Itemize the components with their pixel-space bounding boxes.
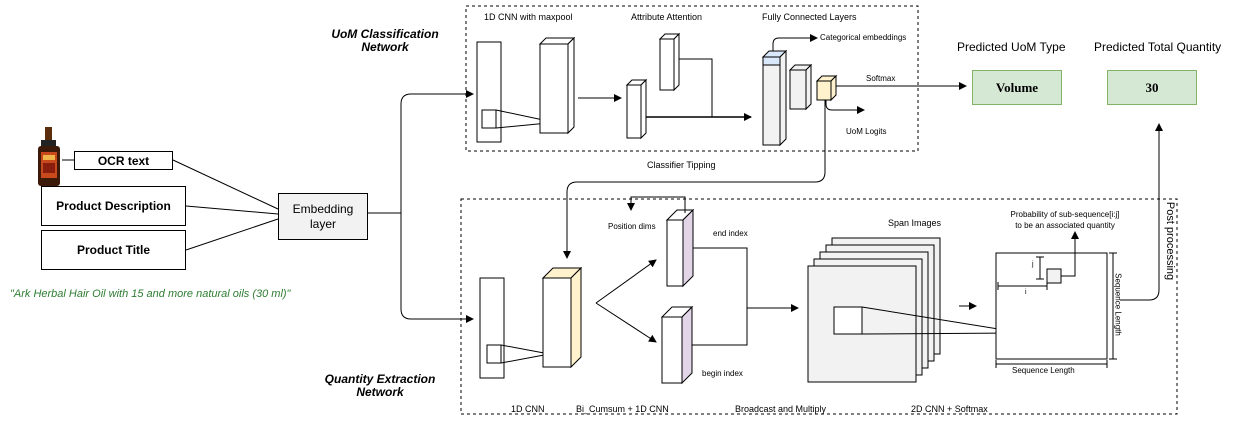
quantity-title-line2: Network [356,385,404,399]
quantity-output: 30 [1107,70,1197,105]
embedding-label-line2: layer [309,216,336,231]
embedding-layer-box: Embedding layer [278,193,368,240]
product-description-box: Product Description [41,186,186,226]
quantity-network-title: Quantity Extraction Network [300,373,460,399]
i-index-label: i [1025,289,1027,296]
embedding-label-line1: Embedding [292,201,354,216]
sequence-length-right-label: Sequence Length [1113,273,1123,336]
position-dims-label: Position dims [608,222,656,231]
span-images-label: Span Images [888,218,942,228]
j-index-label: j [1032,261,1034,268]
predicted-uom-type-heading: Predicted UoM Type [957,40,1066,54]
example-product-text: "Ark Herbal Hair Oil with 15 and more na… [10,288,291,300]
sequence-length-bottom-label: Sequence Length [1012,366,1075,375]
quantity-title-line1: Quantity Extraction [324,372,436,386]
uom-logits-label: UoM Logits [846,127,887,136]
stage-2d-cnn-label: 2D CNN + Softmax [911,404,988,414]
categorical-embeddings-label: Categorical embeddings [820,33,907,42]
attribute-attention-label: Attribute Attention [631,12,703,22]
fully-connected-label: Fully Connected Layers [762,12,857,22]
uom-network-frame [465,5,919,152]
stage-bi-cumsum-label: Bi_Cumsum + 1D CNN [576,404,669,414]
softmax-label: Softmax [866,74,896,83]
ocr-text-box: OCR text [74,151,173,170]
probability-line1: Probability of sub-sequence[i:j] [1010,210,1120,219]
product-title-box: Product Title [41,230,186,270]
probability-label: Probability of sub-sequence[i:j] to be a… [990,209,1140,231]
stage-1d-cnn-label: 1D CNN [511,404,545,414]
uom-network-title: UoM Classification Network [305,28,465,54]
uom-title-line1: UoM Classification [331,27,439,41]
classifier-tipping-label: Classifier Tipping [647,160,716,170]
post-processing-label: Post processing [1164,201,1176,281]
begin-index-label: begin index [702,369,743,378]
oil-bottle-icon [38,127,60,186]
uom-type-output: Volume [972,70,1062,105]
stage-broadcast-label: Broadcast and Multiply [735,404,827,414]
uom-title-line2: Network [361,40,409,54]
cnn-maxpool-label: 1D CNN with maxpool [484,12,573,22]
end-index-label: end index [713,229,748,238]
probability-line2: to be an associated quantity [1015,221,1115,230]
quantity-network-frame [460,198,1178,415]
predicted-quantity-heading: Predicted Total Quantity [1094,40,1222,54]
